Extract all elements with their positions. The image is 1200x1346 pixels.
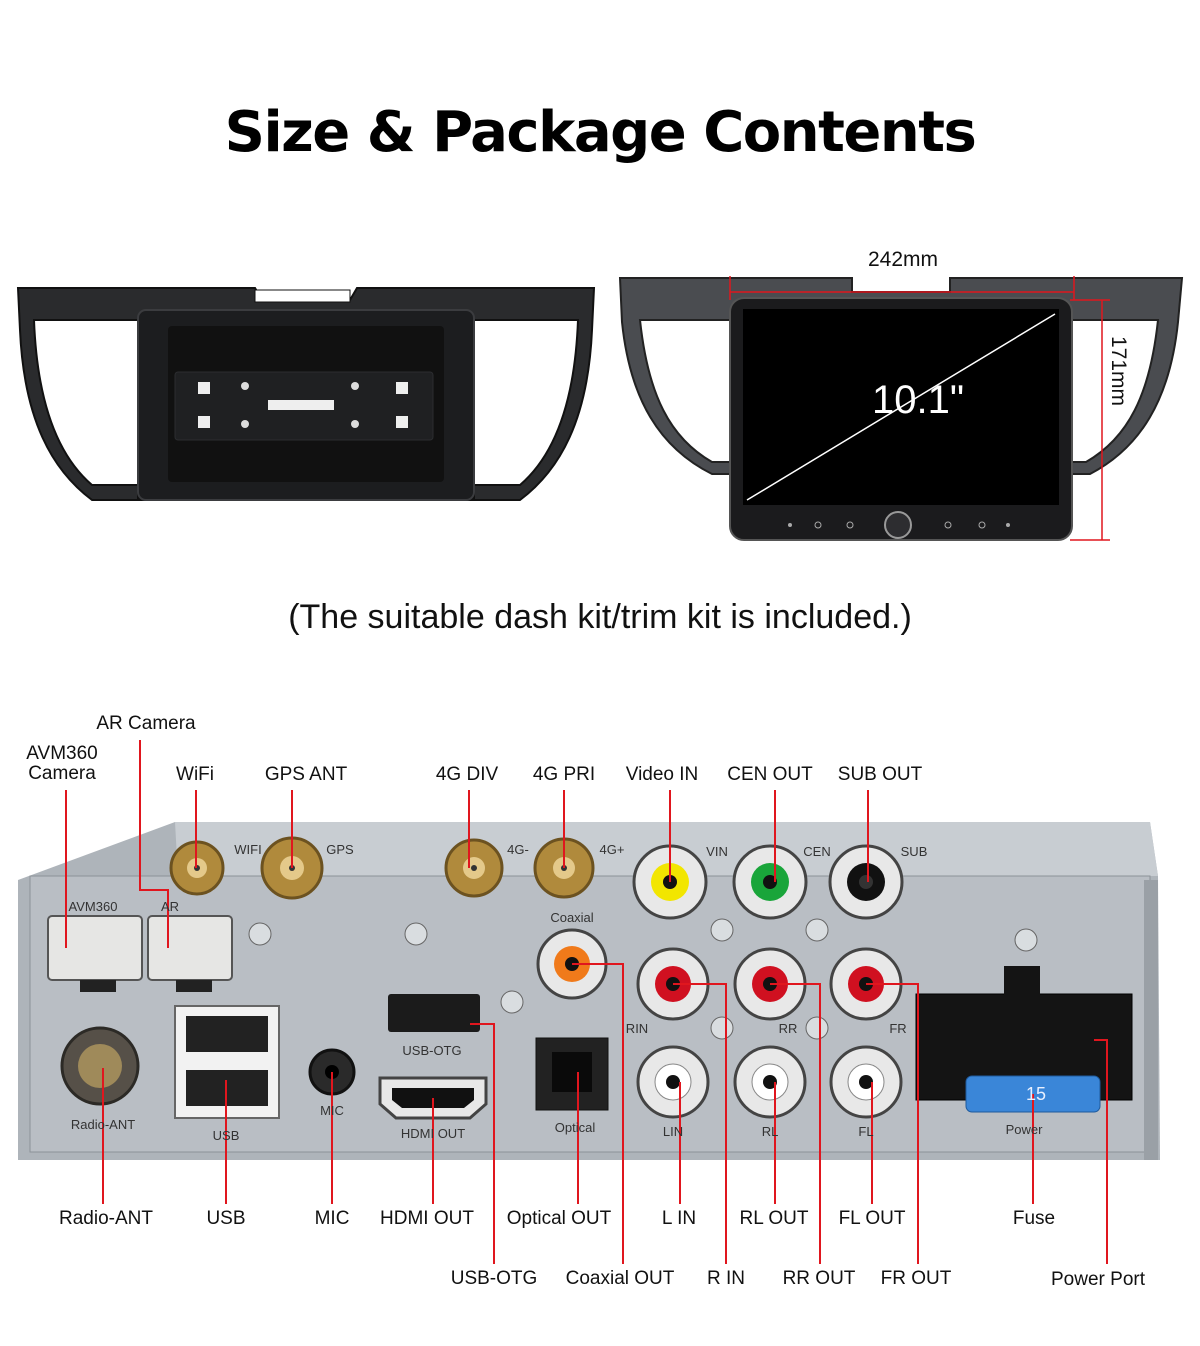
silk-4g-plus: 4G+	[599, 842, 625, 857]
label-l-in: L IN	[661, 1208, 697, 1229]
silk-fl: FL	[858, 1124, 874, 1139]
label-avm360-camera: AVM360 Camera	[26, 743, 98, 784]
silk-rin: RIN	[625, 1021, 649, 1036]
label-mic: MIC	[314, 1208, 350, 1229]
callout-lines	[65, 740, 1108, 1264]
silk-radio-ant: Radio-ANT	[70, 1117, 136, 1132]
label-video-in: Video IN	[625, 764, 699, 785]
label-sub-out: SUB OUT	[837, 764, 923, 785]
silk-fuse-rating: 15	[1025, 1084, 1047, 1104]
silk-rr: RR	[778, 1021, 798, 1036]
label-fl-out: FL OUT	[838, 1208, 906, 1229]
silk-sub: SUB	[900, 844, 928, 859]
silk-vin: VIN	[706, 844, 728, 859]
silk-coaxial: Coaxial	[550, 910, 594, 925]
silk-fr: FR	[889, 1021, 907, 1036]
silk-lin: LIN	[662, 1124, 684, 1139]
silk-mic: MIC	[320, 1103, 344, 1118]
dash-kit-note: (The suitable dash kit/trim kit is inclu…	[288, 598, 912, 636]
label-usb: USB	[206, 1208, 246, 1229]
label-wifi: WiFi	[176, 764, 214, 785]
label-rr-out: RR OUT	[782, 1268, 856, 1289]
label-optical-out: Optical OUT	[506, 1208, 612, 1229]
silk-usb: USB	[212, 1128, 240, 1143]
label-ar-camera: AR Camera	[96, 713, 196, 734]
product-illustration	[16, 276, 1184, 541]
silk-usb-otg: USB-OTG	[402, 1043, 462, 1058]
silk-power: Power	[1005, 1122, 1043, 1137]
label-usb-otg: USB-OTG	[450, 1268, 538, 1289]
label-fuse: Fuse	[1012, 1208, 1056, 1229]
label-power-port: Power Port	[1051, 1269, 1145, 1290]
label-4g-div: 4G DIV	[435, 764, 499, 785]
label-cen-out: CEN OUT	[727, 764, 813, 785]
silk-avm360: AVM360	[68, 899, 118, 914]
label-hdmi-out: HDMI OUT	[380, 1208, 474, 1229]
screen-size-label: 10.1"	[872, 378, 965, 422]
label-fr-out: FR OUT	[880, 1268, 952, 1289]
label-coaxial-out: Coaxial OUT	[565, 1268, 675, 1289]
head-unit	[618, 277, 1184, 541]
label-r-in: R IN	[707, 1268, 745, 1289]
silk-wifi: WIFI	[234, 842, 262, 857]
silk-cen: CEN	[803, 844, 831, 859]
page-title: Size & Package Contents	[224, 100, 977, 165]
label-gps-ant: GPS ANT	[264, 764, 348, 785]
dash-kit-frame	[16, 287, 596, 501]
silk-hdmi-out: HDMI OUT	[400, 1126, 466, 1141]
width-dimension-label: 242mm	[868, 248, 939, 271]
label-radio-ant: Radio-ANT	[59, 1208, 153, 1229]
silk-optical: Optical	[554, 1120, 596, 1135]
silk-rl: RL	[761, 1124, 779, 1139]
silk-4g-minus: 4G-	[507, 842, 529, 857]
dimension-lines	[729, 276, 1110, 541]
silk-gps: GPS	[326, 842, 354, 857]
label-4g-pri: 4G PRI	[532, 764, 596, 785]
label-rl-out: RL OUT	[739, 1208, 809, 1229]
silk-ar: AR	[160, 899, 180, 914]
